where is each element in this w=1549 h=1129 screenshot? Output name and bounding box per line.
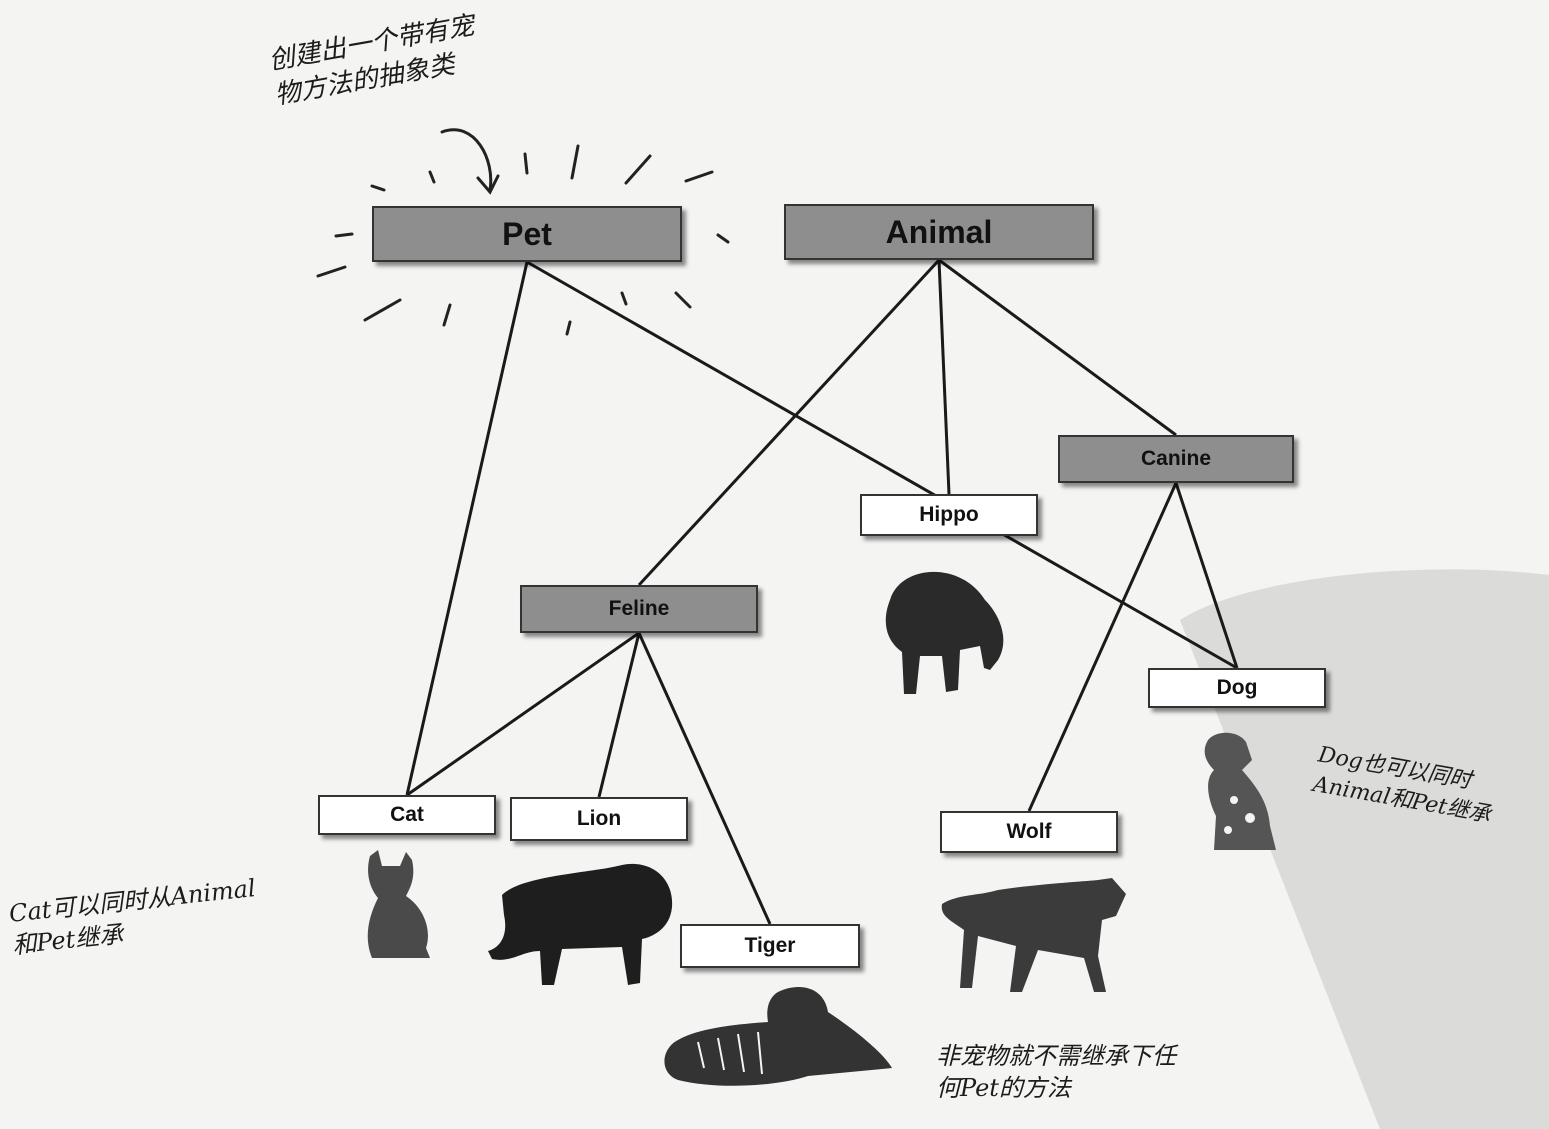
pet-note-arrow	[440, 128, 500, 195]
class-node-wolf: Wolf	[940, 811, 1118, 853]
edge-feline-cat	[406, 631, 640, 797]
edge-canine-dog	[1174, 482, 1239, 669]
edge-animal-feline	[637, 258, 941, 587]
tiger-image	[664, 986, 892, 1086]
class-node-feline: Feline	[520, 585, 758, 633]
edge-animal-hippo	[937, 259, 951, 495]
lion-image	[488, 863, 673, 985]
class-node-pet: Pet	[372, 206, 682, 262]
class-node-cat: Cat	[318, 795, 496, 835]
class-node-canine: Canine	[1058, 435, 1294, 483]
edge-pet-cat	[405, 261, 529, 796]
edge-canine-wolf	[1027, 482, 1178, 812]
class-node-hippo: Hippo	[860, 494, 1038, 536]
background-watermark	[1180, 569, 1549, 1129]
dog-image	[1204, 732, 1276, 850]
class-node-animal: Animal	[784, 204, 1094, 260]
annotation-tiger: 非宠物就不需继承下任 何Pet的方法	[936, 1042, 1176, 1103]
hippo-image	[885, 571, 1004, 694]
cat-image	[367, 850, 430, 958]
edge-feline-tiger	[637, 632, 772, 925]
class-node-lion: Lion	[510, 797, 688, 841]
wolf-image	[941, 878, 1126, 992]
edge-pet-dog	[526, 260, 1238, 670]
edge-animal-canine	[938, 258, 1177, 437]
inheritance-edges	[405, 258, 1239, 925]
class-node-dog: Dog	[1148, 668, 1326, 708]
class-node-tiger: Tiger	[680, 924, 860, 968]
highlight-burst-marks	[316, 144, 730, 336]
edge-feline-lion	[597, 632, 641, 798]
